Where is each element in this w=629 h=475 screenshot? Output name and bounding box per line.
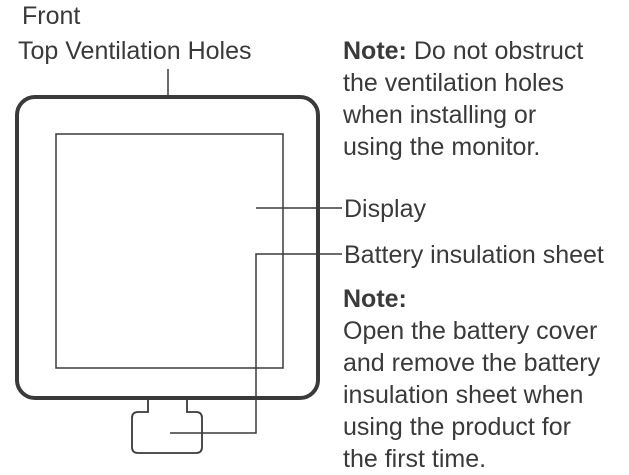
battery-note-line-1: Open the battery cover [343,317,598,345]
battery-note-line-3: insulation sheet when [343,381,584,409]
battery-tab [131,398,203,454]
vent-note-text-1: Do not obstruct [413,37,584,65]
battery-sheet-leader [170,253,342,434]
battery-note-line-2: and remove the battery [343,349,601,377]
display-label: Display [344,195,426,223]
vent-note-title: Note: [343,37,407,65]
battery-note: Note: Open the battery cover and remove … [343,283,600,475]
vent-note-line-2: the ventilation holes [343,69,564,97]
battery-note-line-5: the first time. [343,445,487,473]
battery-sheet-label: Battery insulation sheet [344,241,604,269]
battery-note-title: Note: [343,285,407,313]
vent-note: Note: Do not obstruct the ventilation ho… [343,35,583,163]
vent-note-line-3: when installing or [343,101,537,129]
vent-holes-label: Top Ventilation Holes [18,37,252,65]
front-heading: Front [22,2,81,30]
vent-note-line-1: Note: Do not obstruct [343,35,583,67]
display-area [55,133,284,369]
battery-note-line-4: using the product for [343,413,571,441]
vent-note-line-4: using the monitor. [343,133,541,161]
device-outer-body [15,95,320,400]
